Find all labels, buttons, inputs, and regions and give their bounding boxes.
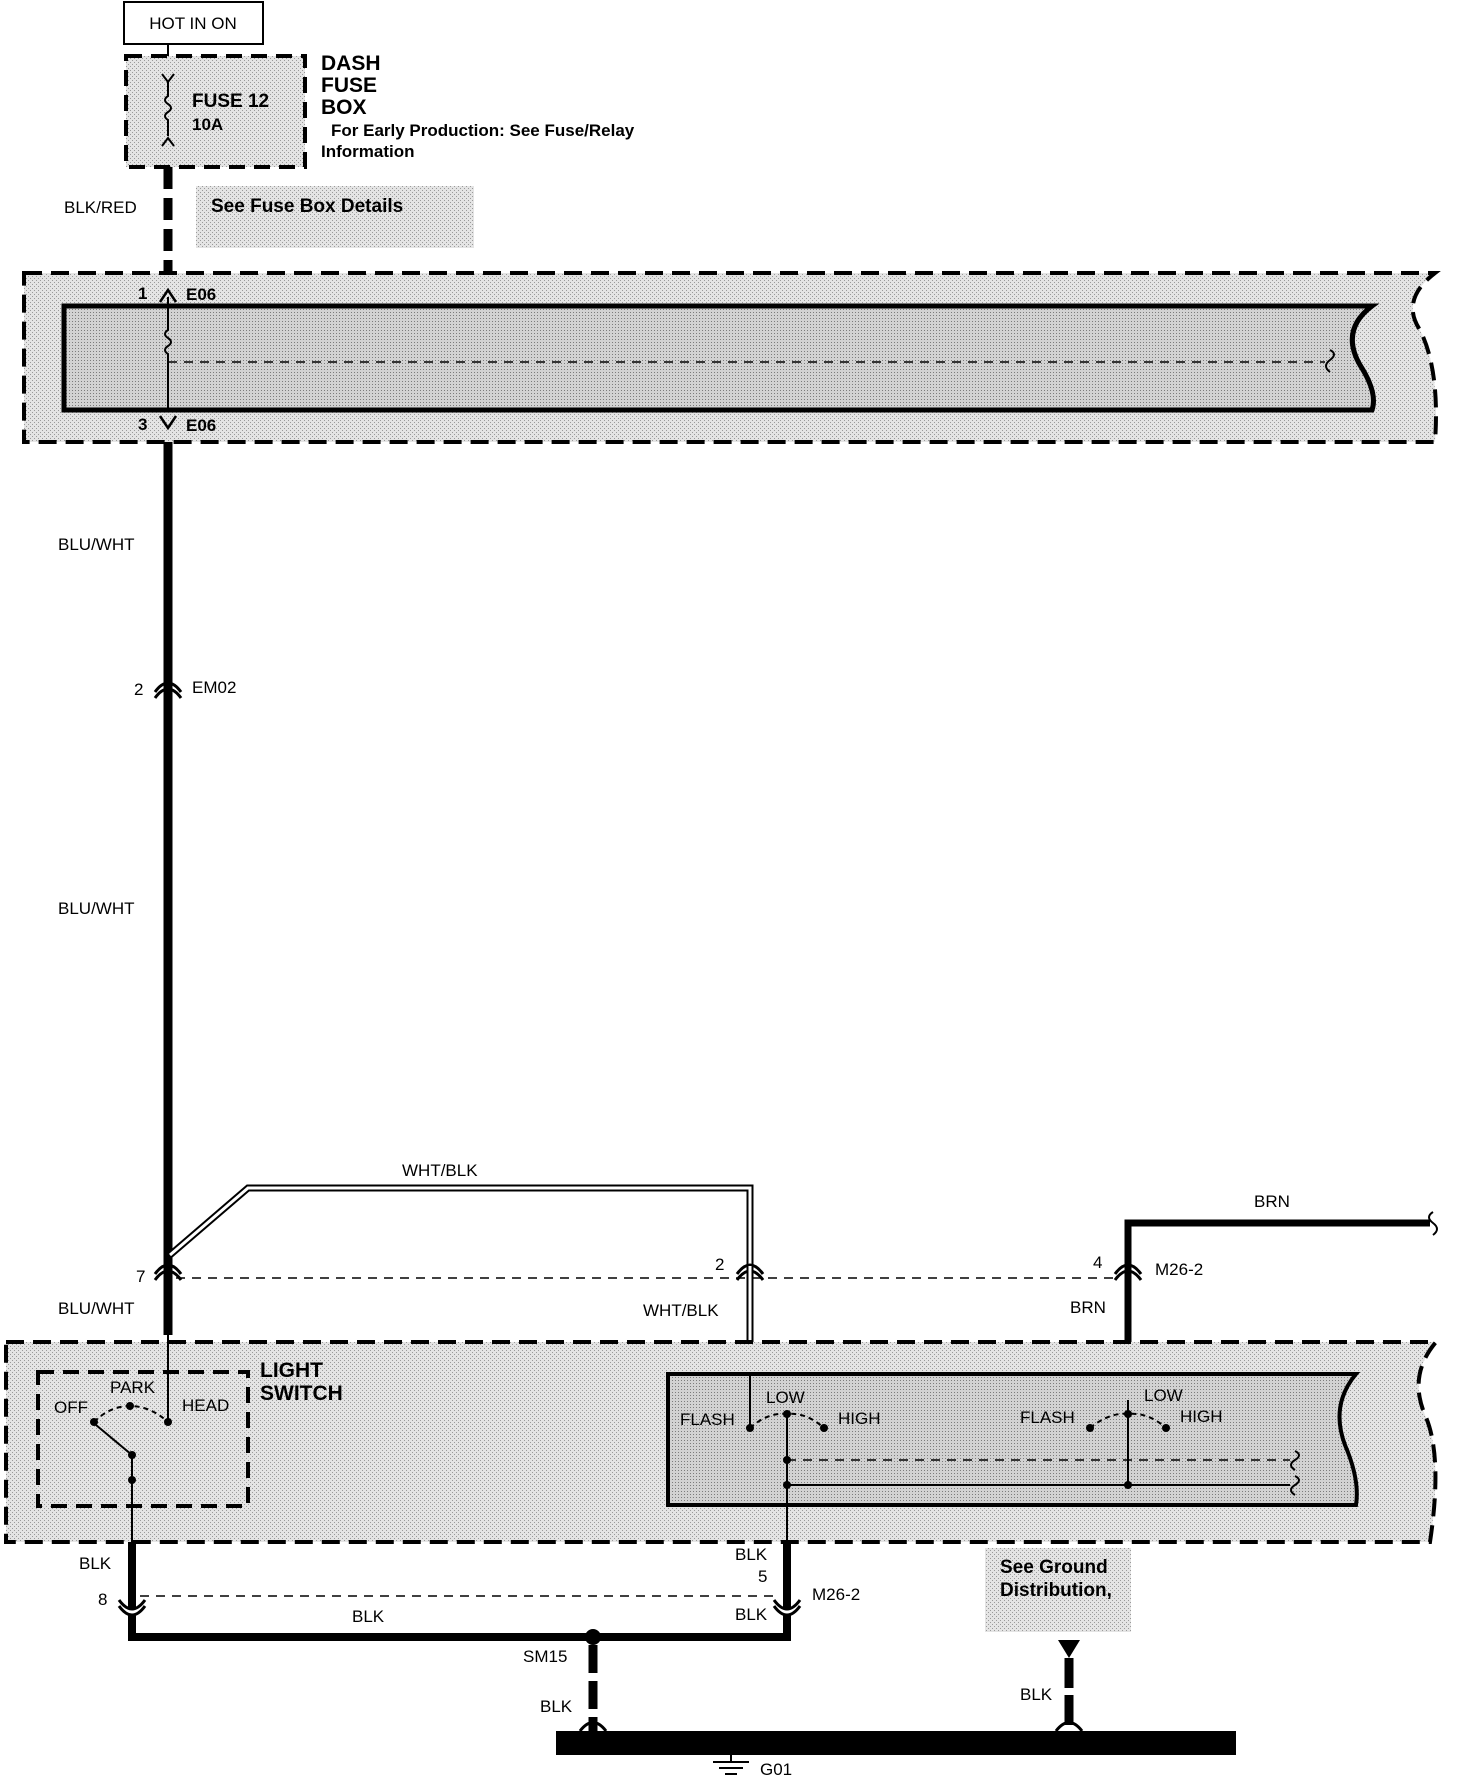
m26-2-top-name: M26-2 xyxy=(1155,1260,1203,1279)
dimmer-flash-1: FLASH xyxy=(680,1410,735,1429)
dimmer-high-2: HIGH xyxy=(1180,1407,1223,1426)
e06-bottom-pin: 3 xyxy=(138,415,147,434)
wire-label-blu-wht-3: BLU/WHT xyxy=(58,1299,135,1318)
em02-pin: 2 xyxy=(134,680,143,699)
connector-pin-4 xyxy=(1113,1263,1143,1281)
see-ground-distribution-link[interactable]: See Ground Distribution, xyxy=(985,1548,1131,1632)
light-switch-title-1: LIGHT xyxy=(260,1359,323,1382)
ground-bus-bar xyxy=(556,1731,1236,1755)
wire-label-blu-wht-1: BLU/WHT xyxy=(58,535,135,554)
hot-in-on-box: HOT IN ON xyxy=(123,1,264,45)
fuse-box-title-1: DASH xyxy=(321,52,381,75)
wire-label-brn-top: BRN xyxy=(1254,1192,1290,1211)
fuse-box-note-1: For Early Production: See Fuse/Relay xyxy=(331,121,635,140)
fuse-box-details-text[interactable]: See Fuse Box Details xyxy=(211,196,403,217)
wire-label-blk-left: BLK xyxy=(79,1554,112,1573)
dimmer-low-2: LOW xyxy=(1144,1386,1183,1405)
pin-4-label: 4 xyxy=(1093,1253,1102,1272)
light-switch-title-2: SWITCH xyxy=(260,1382,343,1405)
switch-pos-off: OFF xyxy=(54,1398,88,1417)
connector-em02 xyxy=(153,681,183,699)
switch-pos-head: HEAD xyxy=(182,1396,229,1415)
connector-e06-bottom xyxy=(158,415,178,431)
pin-8-label: 8 xyxy=(98,1590,107,1609)
wire-label-blk-sm15: BLK xyxy=(540,1697,573,1716)
fuse-box-title-2: FUSE xyxy=(321,74,377,97)
wire-label-brn-side: BRN xyxy=(1070,1298,1106,1317)
e06-bottom-name: E06 xyxy=(186,416,216,435)
fuse-rating: 10A xyxy=(192,115,223,134)
light-switch: OFF PARK HEAD xyxy=(36,1335,250,1542)
wire-label-blk-horizontal: BLK xyxy=(352,1607,385,1626)
switch-pos-park: PARK xyxy=(110,1378,156,1397)
fuse-name: FUSE 12 xyxy=(192,91,269,112)
pin-5-label: 5 xyxy=(758,1567,767,1586)
pin-2-label: 2 xyxy=(715,1255,724,1274)
e06-top-name: E06 xyxy=(186,285,216,304)
dash-fuse-box: FUSE 12 10A xyxy=(124,54,307,169)
connector-e06-top xyxy=(158,287,178,303)
wire-label-blk-mid-bottom: BLK xyxy=(735,1605,768,1624)
fuse-box-title-3: BOX xyxy=(321,96,367,119)
dimmer-switch: FLASH LOW HIGH FLASH LOW HIGH xyxy=(666,1372,1361,1542)
e06-harness-block xyxy=(22,271,1441,444)
wire-label-blu-wht-2: BLU/WHT xyxy=(58,899,135,918)
ground-link-arrow-icon xyxy=(1058,1640,1080,1658)
fuse-box-note-2: Information xyxy=(321,142,415,161)
ground-link-text-1[interactable]: See Ground xyxy=(1000,1557,1108,1578)
dimmer-low-1: LOW xyxy=(766,1388,805,1407)
m26-2-bottom-name: M26-2 xyxy=(812,1585,860,1604)
em02-name: EM02 xyxy=(192,678,236,697)
hot-in-label: HOT IN ON xyxy=(149,14,237,33)
wire-label-wht-blk-top: WHT/BLK xyxy=(402,1161,478,1180)
dimmer-high-1: HIGH xyxy=(838,1409,881,1428)
splice-sm15 xyxy=(585,1629,601,1645)
wire-label-blk-mid-top: BLK xyxy=(735,1545,768,1564)
wire-label-blk-red: BLK/RED xyxy=(64,198,137,217)
dimmer-flash-2: FLASH xyxy=(1020,1408,1075,1427)
pin-7-label: 7 xyxy=(136,1267,145,1286)
ground-g01-label: G01 xyxy=(760,1760,792,1778)
wire-label-wht-blk-side: WHT/BLK xyxy=(643,1301,719,1320)
e06-top-pin: 1 xyxy=(138,284,147,303)
ground-g01-icon xyxy=(713,1755,749,1775)
see-fuse-box-details-link[interactable]: See Fuse Box Details xyxy=(196,186,474,248)
fuse-12-symbol xyxy=(161,73,175,147)
connector-pin-7 xyxy=(153,1263,183,1281)
splice-sm15-label: SM15 xyxy=(523,1647,567,1666)
wire-label-blk-ground: BLK xyxy=(1020,1685,1053,1704)
ground-link-text-2[interactable]: Distribution, xyxy=(1000,1580,1112,1601)
